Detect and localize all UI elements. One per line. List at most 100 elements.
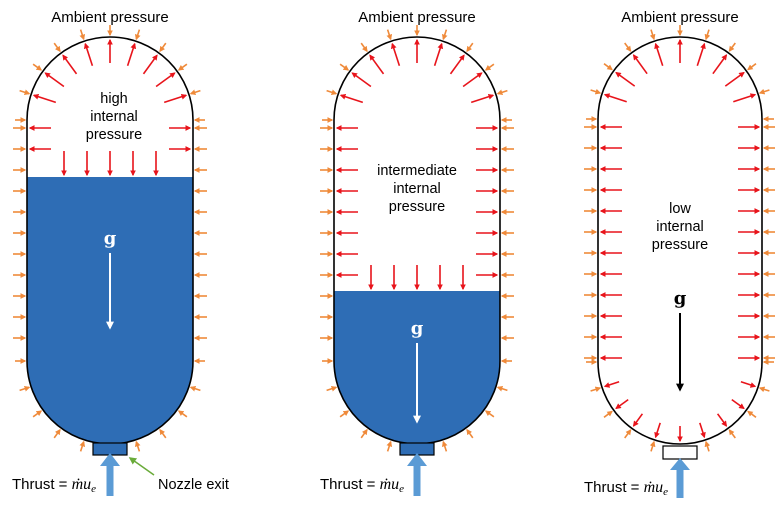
internal-pressure-label-line3: pressure [86, 127, 142, 143]
ambient-pressure-arrow [386, 29, 393, 41]
internal-pressure-label-line1: intermediate [377, 163, 457, 179]
internal-pressure-arrow [449, 54, 465, 75]
internal-pressure-arrow [615, 71, 636, 87]
ambient-arrows [320, 25, 514, 452]
internal-pressure-arrows [335, 38, 499, 291]
internal-pressure-arrow [733, 93, 757, 103]
ambient-pressure-arrow [53, 428, 61, 439]
thrust-arrow-head [407, 453, 427, 466]
internal-pressure-arrow [654, 42, 664, 66]
internal-pressure-arrow [433, 42, 444, 67]
ambient-pressure-arrow [747, 63, 757, 71]
internal-pressure-label-line2: internal [656, 219, 704, 235]
nozzle [662, 445, 698, 460]
internal-pressure-arrow [339, 93, 364, 104]
ambient-pressure-arrow [360, 428, 368, 439]
ambient-pressure-arrow [159, 428, 167, 439]
ambient-pressure-arrow [624, 429, 632, 439]
ambient-pressure-arrow [466, 42, 474, 53]
internal-pressure-arrow [632, 54, 648, 75]
internal-pressure-arrow [740, 381, 757, 388]
internal-pressure-arrow [126, 42, 137, 67]
ambient-pressure-label: Ambient pressure [621, 9, 739, 26]
internal-pressure-arrow [696, 42, 706, 66]
ambient-pressure-arrow [484, 410, 495, 418]
ambient-pressure-arrow [704, 440, 711, 452]
internal-pressure-arrow [44, 72, 65, 88]
internal-pressure-arrow [163, 93, 188, 104]
tank-outline [26, 36, 194, 445]
ambient-pressure-arrow [326, 89, 338, 96]
ambient-pressure-arrow [466, 428, 474, 439]
internal-pressure-arrow [462, 72, 483, 88]
internal-pressure-arrow [699, 422, 706, 439]
ambient-pressure-arrow [134, 440, 141, 452]
internal-pressure-arrow [603, 381, 620, 388]
internal-pressure-arrow [603, 93, 627, 103]
tank-outline [333, 36, 501, 445]
internal-pressure-arrow [142, 54, 158, 75]
nozzle-pointer-arrow [128, 457, 155, 476]
internal-pressure-arrows [599, 38, 761, 443]
internal-pressure-arrows [28, 38, 192, 177]
ambient-pressure-arrow [649, 29, 656, 41]
tank-low-pressure: Ambient pressure low internal pressure g… [584, 9, 775, 498]
ambient-pressure-arrow [79, 29, 86, 41]
internal-pressure-label-line2: internal [90, 109, 138, 125]
internal-pressure-label-line3: pressure [652, 237, 708, 253]
internal-pressure-arrow [731, 398, 745, 410]
tank-intermediate-pressure: Ambient pressure intermediate internal p… [320, 9, 514, 496]
ambient-pressure-arrow [159, 42, 167, 53]
internal-pressure-label-line1: low [669, 201, 691, 217]
ambient-pressure-arrow [360, 42, 368, 53]
internal-pressure-arrow [83, 42, 94, 67]
internal-pressure-arrow [632, 413, 644, 427]
gravity-label: g [104, 228, 117, 249]
internal-pressure-arrow [716, 413, 728, 427]
ambient-pressure-arrow [590, 386, 602, 393]
internal-pressure-arrow [712, 54, 728, 75]
ambient-arrows [13, 25, 207, 452]
internal-pressure-label-line2: internal [393, 181, 441, 197]
thrust-label: Thrust = ṁue [12, 476, 96, 495]
ambient-pressure-arrow [386, 440, 393, 452]
ambient-pressure-arrow [603, 63, 613, 71]
internal-pressure-arrow [724, 71, 745, 87]
ambient-pressure-arrow [603, 410, 613, 418]
ambient-pressure-arrow [484, 63, 495, 71]
nozzle-exit-label: Nozzle exit [158, 477, 229, 493]
internal-pressure-arrow [654, 422, 661, 439]
ambient-pressure-arrow [189, 89, 201, 96]
ambient-pressure-arrow [53, 42, 61, 53]
ambient-pressure-arrow [624, 42, 632, 52]
ambient-pressure-arrow [32, 63, 43, 71]
internal-pressure-label-line3: pressure [389, 199, 445, 215]
thrust-arrow-head [670, 458, 690, 470]
ambient-pressure-arrow [728, 42, 736, 52]
ambient-pressure-arrow [339, 410, 350, 418]
ambient-pressure-arrow [79, 440, 86, 452]
ambient-pressure-arrow [339, 63, 350, 71]
ambient-pressure-arrow [590, 88, 602, 95]
thrust-label: Thrust = ṁue [584, 479, 668, 498]
internal-pressure-arrow [32, 93, 57, 104]
thrust-arrow-head [100, 453, 120, 466]
internal-pressure-label-line1: high [100, 91, 127, 107]
ambient-pressure-arrow [728, 429, 736, 439]
ambient-pressure-arrow [758, 88, 770, 95]
internal-pressure-arrow [615, 398, 629, 410]
ambient-pressure-arrow [19, 385, 31, 392]
internal-pressure-arrow [62, 54, 78, 75]
tank-outline [597, 36, 763, 445]
gravity-label: g [411, 318, 424, 339]
ambient-pressure-arrow [441, 29, 448, 41]
ambient-pressure-arrow [326, 385, 338, 392]
tank-high-pressure: Ambient pressure high internal pressure … [12, 9, 229, 496]
ambient-arrows [584, 25, 775, 452]
internal-pressure-arrow [369, 54, 385, 75]
ambient-pressure-arrow [134, 29, 141, 41]
ambient-pressure-arrow [177, 63, 188, 71]
ambient-pressure-arrow [649, 440, 656, 452]
ambient-pressure-arrow [704, 29, 711, 41]
ambient-pressure-label: Ambient pressure [51, 9, 169, 26]
